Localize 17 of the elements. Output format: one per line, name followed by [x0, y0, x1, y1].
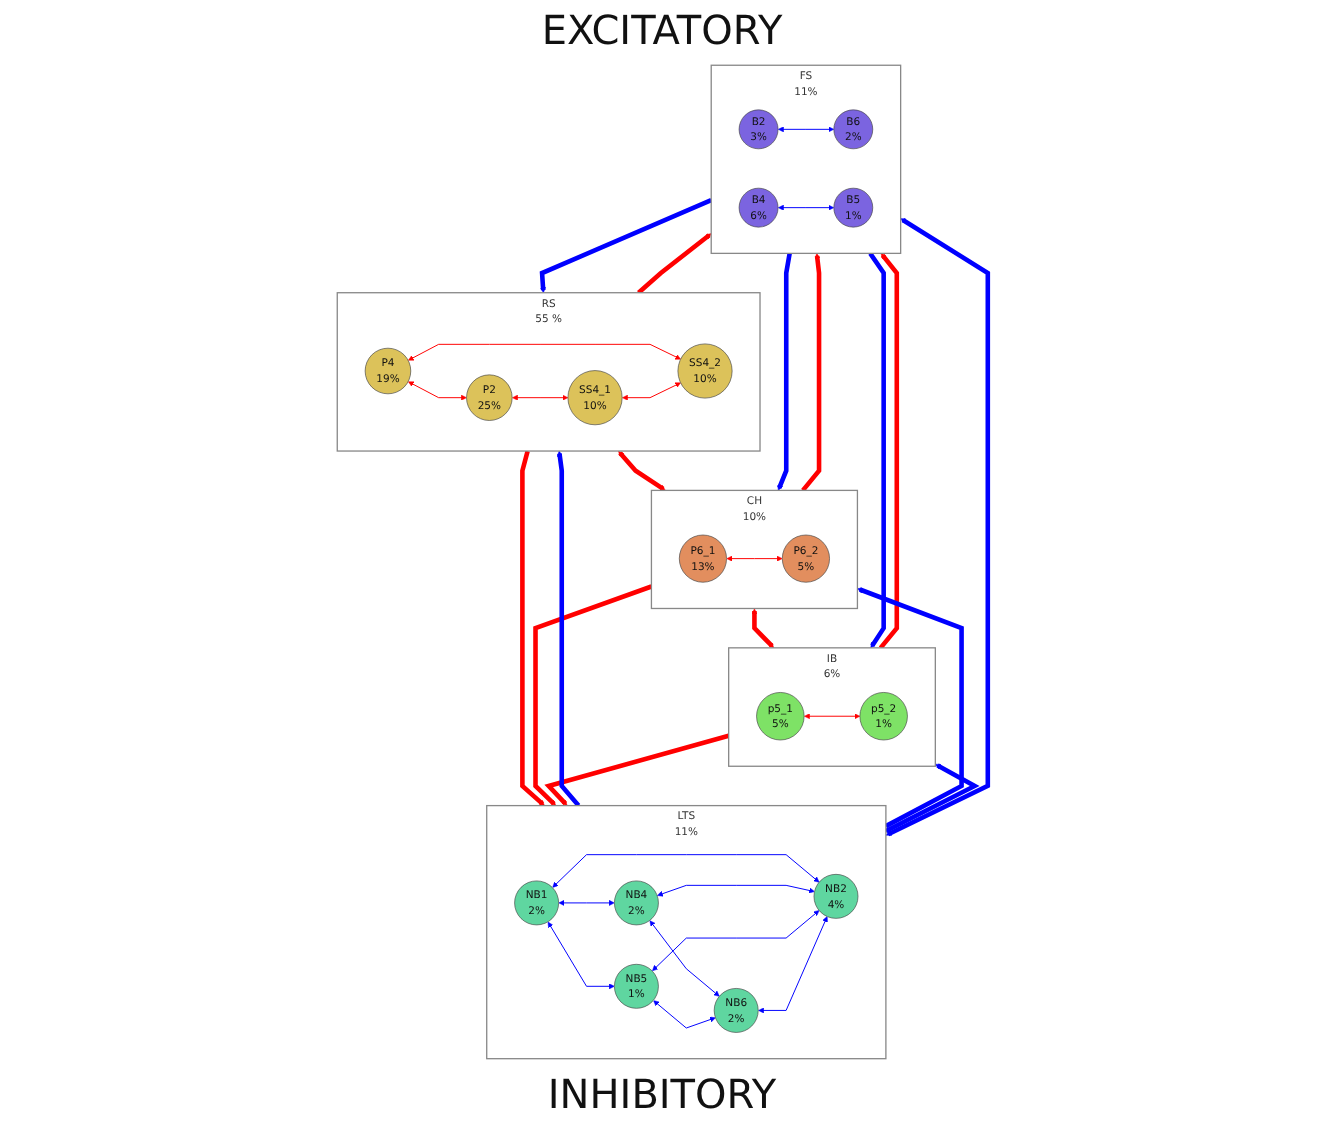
- arrow: [884, 763, 980, 834]
- arrow: [636, 233, 711, 295]
- arrow: [776, 253, 792, 491]
- arrow: [617, 451, 666, 491]
- arrow: [800, 253, 821, 492]
- arrow: [539, 198, 712, 293]
- arrow: [519, 450, 545, 806]
- group-heading: EXCITATORY: [541, 4, 783, 58]
- arrow: [543, 733, 729, 806]
- arrow: [885, 218, 990, 837]
- arrow: [532, 584, 652, 806]
- arrow: [878, 253, 899, 650]
- group-heading: INHIBITORY: [547, 1068, 777, 1122]
- arrow: [856, 587, 964, 829]
- arrow: [751, 608, 774, 649]
- arrow: [556, 450, 580, 808]
- arrow: [867, 252, 886, 649]
